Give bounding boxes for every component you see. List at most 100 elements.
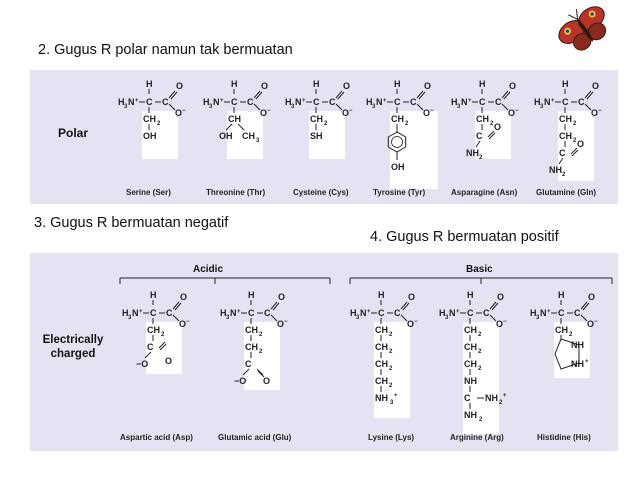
svg-text:O: O — [342, 108, 349, 118]
svg-text:3: 3 — [457, 104, 461, 110]
svg-text:N: N — [376, 97, 383, 107]
svg-text:C: C — [558, 308, 565, 318]
svg-text:N: N — [540, 308, 547, 318]
svg-text:C: C — [476, 131, 483, 141]
svg-text:CH: CH — [476, 114, 489, 124]
svg-text:+: + — [220, 98, 224, 104]
svg-text:O: O — [424, 81, 431, 91]
svg-text:O: O — [497, 292, 504, 302]
svg-text:O: O — [263, 376, 270, 386]
caption-glutamine: Glutamine (Gln) — [536, 188, 596, 197]
svg-text:C: C — [495, 97, 502, 107]
svg-text:NH: NH — [549, 165, 562, 175]
svg-text:CH: CH — [310, 114, 323, 124]
polar-label: Polar — [57, 126, 88, 140]
svg-text:H: H — [439, 308, 446, 318]
svg-text:N: N — [295, 97, 302, 107]
svg-text:N: N — [461, 97, 468, 107]
svg-text:N: N — [132, 308, 139, 318]
svg-text:N: N — [449, 308, 456, 318]
svg-text:O: O — [343, 81, 350, 91]
svg-text:C: C — [146, 97, 153, 107]
caption-cysteine: Cysteine (Cys) — [293, 188, 349, 197]
svg-text:H: H — [534, 97, 541, 107]
svg-text:2: 2 — [499, 400, 503, 406]
svg-text:CH: CH — [242, 131, 255, 141]
caption-glutamic: Glutamic acid (Glu) — [218, 433, 292, 442]
svg-text:H: H — [146, 79, 153, 89]
svg-text:C: C — [248, 308, 255, 318]
svg-text:−: − — [414, 319, 418, 325]
svg-text:O: O — [509, 81, 516, 91]
svg-text:O: O — [423, 108, 430, 118]
svg-text:O: O — [180, 292, 187, 302]
svg-text:2: 2 — [569, 332, 573, 338]
svg-text:CH: CH — [245, 342, 258, 352]
caption-histidine: Histidine (His) — [537, 433, 591, 442]
svg-text:2: 2 — [573, 121, 577, 127]
svg-text:N: N — [213, 97, 220, 107]
svg-text:C: C — [483, 308, 490, 318]
svg-text:−: − — [349, 108, 353, 114]
svg-text:−: − — [515, 108, 519, 114]
svg-text:+: + — [139, 309, 143, 315]
svg-text:C: C — [378, 308, 385, 318]
svg-text:O: O — [277, 319, 284, 329]
svg-text:C: C — [394, 97, 401, 107]
svg-text:2: 2 — [479, 155, 483, 161]
svg-text:+: + — [456, 309, 460, 315]
svg-text:H: H — [350, 308, 357, 318]
svg-text:C: C — [247, 97, 254, 107]
svg-text:H: H — [562, 79, 569, 89]
svg-text:2: 2 — [573, 138, 577, 144]
svg-text:3: 3 — [390, 400, 394, 406]
svg-text:O: O — [587, 319, 594, 329]
svg-text:+: + — [383, 98, 387, 104]
caption-aspartic: Aspartic acid (Asp) — [120, 433, 193, 442]
charged-label-line2: charged — [50, 348, 96, 360]
svg-text:O: O — [592, 81, 599, 91]
svg-text:H: H — [150, 290, 157, 300]
svg-text:−O: −O — [234, 376, 246, 386]
svg-text:OH: OH — [143, 131, 157, 141]
svg-text:3: 3 — [540, 104, 544, 110]
svg-text:3: 3 — [226, 315, 230, 321]
svg-text:+: + — [135, 98, 139, 104]
svg-text:NH: NH — [464, 376, 477, 386]
svg-text:NH: NH — [375, 393, 388, 403]
svg-text:3: 3 — [536, 315, 540, 321]
caption-threonine: Threonine (Thr) — [206, 188, 265, 197]
svg-text:N: N — [544, 97, 551, 107]
svg-text:C: C — [467, 308, 474, 318]
svg-text:C: C — [410, 97, 417, 107]
charged-label-line1: Electrically — [42, 334, 104, 346]
svg-text:C: C — [264, 308, 271, 318]
svg-text:NH: NH — [571, 340, 584, 350]
charged-panel — [30, 253, 618, 451]
svg-text:O: O — [260, 108, 267, 118]
svg-text:−: − — [284, 319, 288, 325]
svg-text:H: H — [558, 290, 565, 300]
svg-text:2: 2 — [259, 349, 263, 355]
caption-serine: Serine (Ser) — [126, 188, 171, 197]
svg-text:2: 2 — [389, 383, 393, 389]
svg-text:+: + — [302, 98, 306, 104]
svg-text:+: + — [367, 309, 371, 315]
svg-text:N: N — [230, 308, 237, 318]
svg-text:O: O — [408, 292, 415, 302]
svg-text:H: H — [285, 97, 292, 107]
svg-text:N: N — [128, 97, 135, 107]
svg-text:CH: CH — [375, 342, 388, 352]
svg-text:3: 3 — [372, 104, 376, 110]
basic-header: Basic — [466, 264, 493, 275]
svg-text:2: 2 — [389, 349, 393, 355]
caption-polar: 2. Gugus R polar namun tak bermuatan — [38, 42, 293, 58]
svg-text:CH: CH — [375, 359, 388, 369]
svg-text:3: 3 — [356, 315, 360, 321]
svg-text:+: + — [394, 393, 398, 399]
